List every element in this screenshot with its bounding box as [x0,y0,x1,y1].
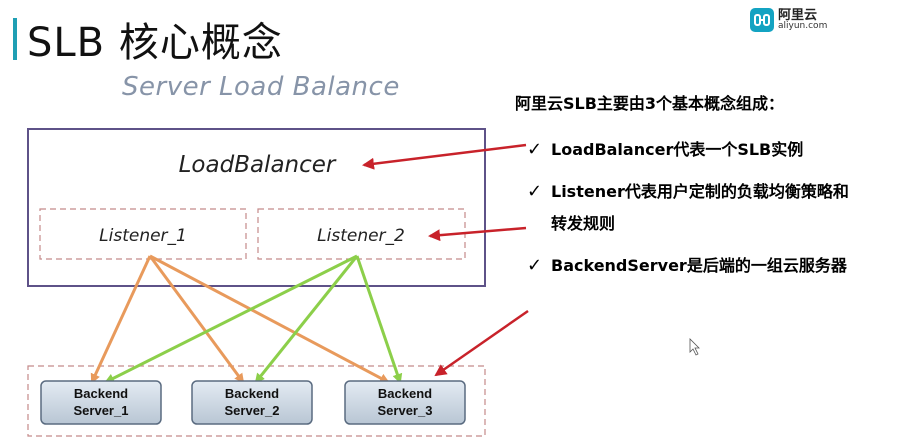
listener-1-label: Listener_1 [99,226,187,246]
aliyun-logo-icon [750,8,774,32]
server-1-line2: Server_1 [74,403,129,418]
load-balancer-label: LoadBalancer [179,152,337,178]
concept-item-loadbalancer: ✓ LoadBalancer代表一个SLB实例 [515,134,895,166]
arrow-listener1-server2 [148,255,245,384]
backend-group-box [27,365,486,437]
concept-item-listener: ✓ Listener代表用户定制的负载均衡策略和转发规则 [515,176,895,240]
concept-item-backendserver: ✓ BackendServer是后端的一组云服务器 [515,250,895,282]
arrow-listener2-server3 [355,255,403,384]
listener-1-box [39,208,247,260]
pointer-arrow-listener [428,226,527,242]
concept-item-text: LoadBalancer代表一个SLB实例 [551,140,804,159]
concept-list: 阿里云SLB主要由3个基本概念组成： ✓ LoadBalancer代表一个SLB… [515,90,895,292]
server-2-line1: Backend [225,386,279,401]
check-icon: ✓ [527,255,543,276]
arrow-listener1-server3 [149,254,390,384]
logo-text-en: aliyun.com [778,21,828,31]
server-3-line2: Server_3 [378,403,433,418]
load-balancer-box [27,128,486,287]
server-1-line1: Backend [74,386,128,401]
concept-item-text: Listener代表用户定制的负载均衡策略和转发规则 [551,182,849,233]
pointer-arrow-loadbalancer [362,143,527,170]
aliyun-logo: 阿里云 aliyun.com [750,8,827,32]
arrow-listener2-server1 [104,254,358,384]
server-2-line2: Server_2 [225,403,280,418]
arrow-listener2-server2 [254,255,359,384]
backend-server-1: Backend Server_1 [40,380,162,425]
diagram-subtitle: Server Load Balance [122,72,400,102]
concept-intro: 阿里云SLB主要由3个基本概念组成： [515,94,785,113]
backend-server-2: Backend Server_2 [191,380,313,425]
concept-item-text: BackendServer是后端的一组云服务器 [551,256,847,275]
check-icon: ✓ [527,181,543,202]
mouse-cursor-icon [689,338,700,356]
server-3-line1: Backend [378,386,432,401]
page-title: SLB 核心概念 [27,20,283,66]
title-accent-bar [13,18,17,60]
pointer-arrow-backend [434,309,529,377]
check-icon: ✓ [527,139,543,160]
arrow-listener1-server1 [90,255,152,384]
listener-2-label: Listener_2 [317,226,405,246]
backend-server-3: Backend Server_3 [344,380,466,425]
logo-text-cn: 阿里云 [778,8,818,23]
